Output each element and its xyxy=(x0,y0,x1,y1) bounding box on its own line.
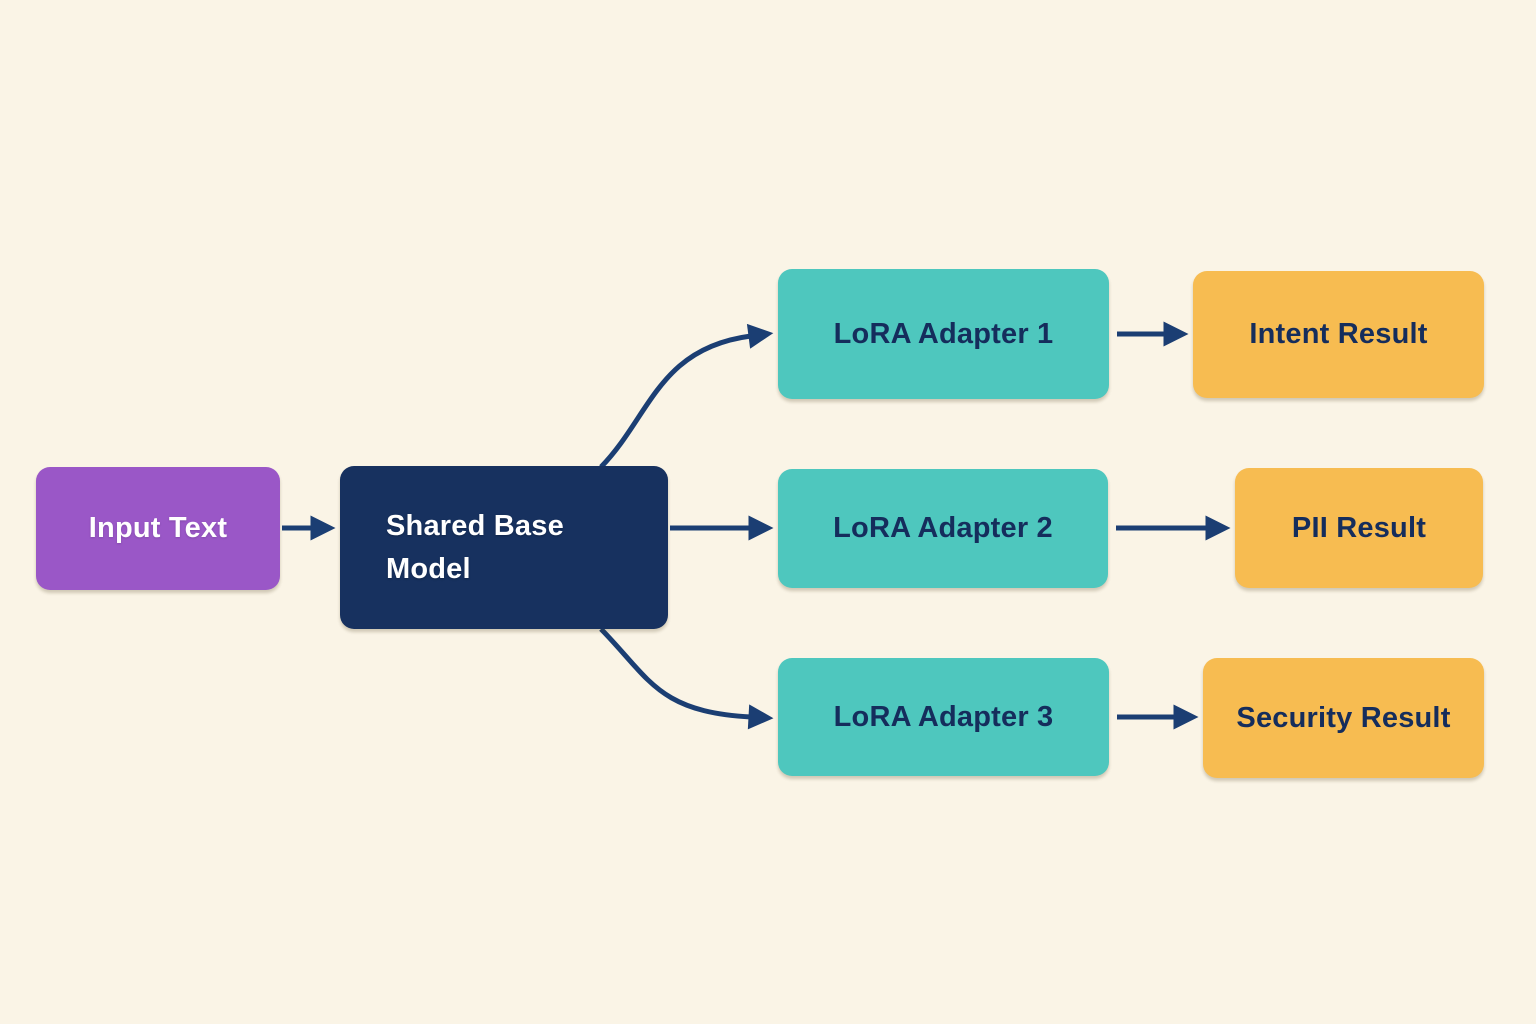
node-lora-adapter-1: LoRA Adapter 1 xyxy=(778,269,1109,399)
node-lora-adapter-2: LoRA Adapter 2 xyxy=(778,469,1108,588)
edge-base-to-adapter1 xyxy=(599,323,774,469)
node-lora-adapter-1-label: LoRA Adapter 1 xyxy=(833,317,1054,350)
node-lora-adapter-3-label: LoRA Adapter 3 xyxy=(833,700,1054,733)
edge-base-to-adapter3 xyxy=(599,627,774,730)
node-intent-result: Intent Result xyxy=(1193,271,1484,398)
node-lora-adapter-2-label: LoRA Adapter 2 xyxy=(833,512,1053,544)
node-shared-base-model: Shared Base Model xyxy=(340,466,668,629)
node-security-result-label: Security Result xyxy=(1236,701,1451,734)
node-lora-adapter-3: LoRA Adapter 3 xyxy=(778,658,1109,776)
node-shared-base-model-label: Shared Base Model xyxy=(386,509,564,585)
node-input-text-label: Input Text xyxy=(88,512,228,544)
node-pii-result-label: PII Result xyxy=(1291,511,1427,544)
node-security-result: Security Result xyxy=(1203,658,1484,778)
node-pii-result: PII Result xyxy=(1235,468,1483,588)
node-intent-result-label: Intent Result xyxy=(1249,318,1428,350)
node-input-text: Input Text xyxy=(36,467,280,590)
